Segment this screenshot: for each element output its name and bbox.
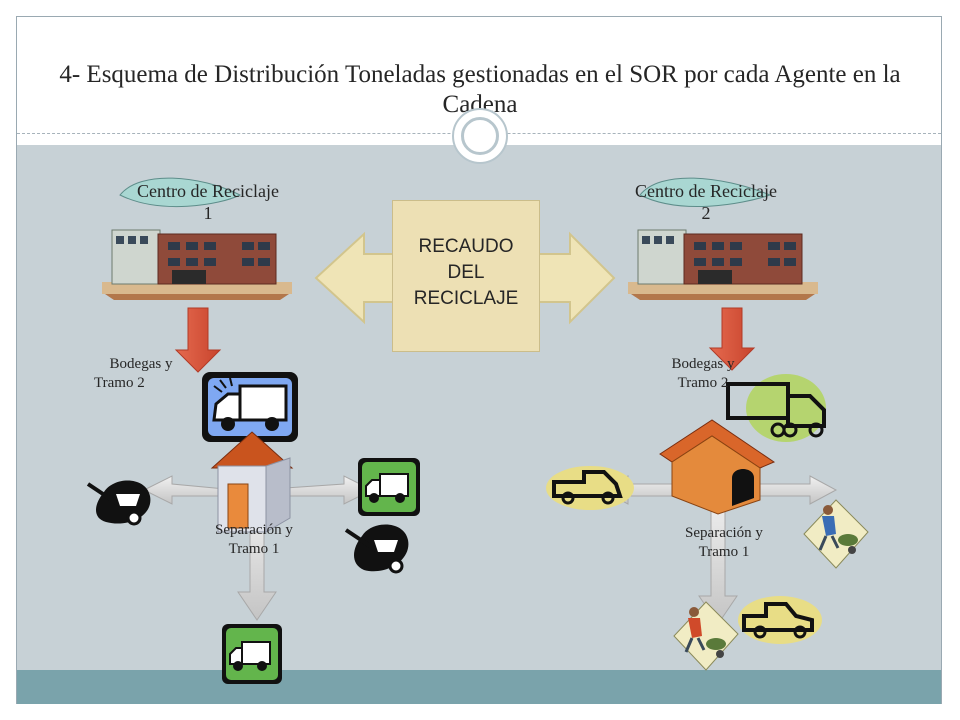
right-center-line1: Centro de Reciclaje <box>635 181 777 201</box>
recaudo-line3: RECICLAJE <box>413 288 519 309</box>
right-separacion-line1: Separación y <box>685 525 763 541</box>
left-center-line1: Centro de Reciclaje <box>137 181 279 201</box>
left-separacion-line1: Separación y <box>215 522 293 538</box>
left-separacion-line2: Tramo 1 <box>228 541 280 557</box>
right-bodegas-label: Bodegas y Tramo 2 <box>648 355 758 393</box>
left-bodegas-line1: Bodegas y <box>109 356 173 372</box>
wheelbarrow-icon <box>86 480 151 526</box>
worker-icon <box>673 601 739 671</box>
swoosh-decoration-left <box>119 177 242 208</box>
left-bodegas-label: Bodegas y Tramo 2 <box>86 355 196 393</box>
recaudo-label: RECAUDO DEL RECICLAJE <box>392 234 540 312</box>
factory-icon <box>102 229 292 300</box>
down-arrow-left <box>174 307 222 373</box>
left-separacion-label: Separación y Tramo 1 <box>184 521 324 559</box>
right-center-line2: 2 <box>701 203 711 223</box>
recaudo-box <box>392 200 540 352</box>
worker-icon <box>803 499 869 569</box>
truck-icon <box>726 374 826 442</box>
truck-icon <box>738 596 822 644</box>
truck-icon <box>202 372 298 442</box>
doghouse-icon <box>659 419 776 515</box>
truck-icon <box>222 624 282 684</box>
left-center-line2: 1 <box>203 203 213 223</box>
right-bodegas-line1: Bodegas y <box>671 356 735 372</box>
recaudo-line1: RECAUDO <box>418 236 514 257</box>
right-center-label: Centro de Reciclaje 2 <box>606 180 806 224</box>
footer-band <box>17 670 941 704</box>
house-icon <box>210 431 294 533</box>
truck-icon <box>358 458 420 516</box>
right-separacion-line2: Tramo 1 <box>698 544 750 560</box>
recaudo-line2: DEL <box>447 262 485 283</box>
slide-title: 4- Esquema de Distribución Toneladas ges… <box>59 61 901 118</box>
truck-icon <box>546 466 634 510</box>
right-bodegas-line2: Tramo 2 <box>677 375 729 391</box>
right-separacion-label: Separación y Tramo 1 <box>654 524 794 562</box>
divider-badge-icon <box>452 108 508 164</box>
left-center-label: Centro de Reciclaje 1 <box>108 180 308 224</box>
factory-icon <box>628 229 818 300</box>
swoosh-decoration-right <box>639 177 772 208</box>
wheelbarrow-icon <box>344 524 409 574</box>
down-arrow-right <box>708 307 756 371</box>
left-bodegas-line2: Tramo 2 <box>94 375 145 391</box>
